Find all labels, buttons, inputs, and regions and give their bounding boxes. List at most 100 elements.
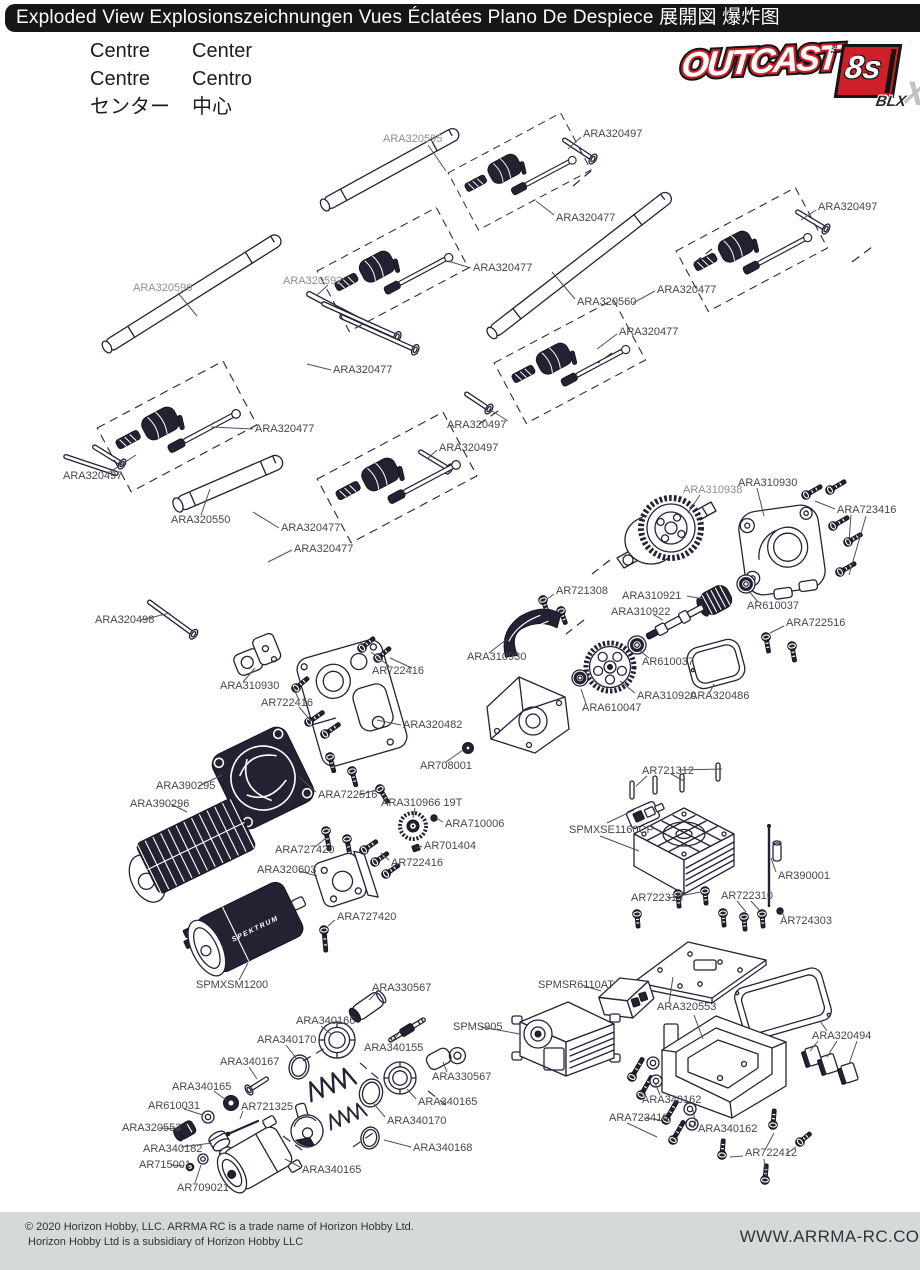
svg-text:ARA310920: ARA310920 [637, 690, 696, 702]
part-screwD [325, 752, 337, 774]
part-shaft [101, 234, 282, 354]
part-label-ARA320477: ARA320477 [596, 326, 678, 350]
part-label-ARA310930: ARA310930 [467, 638, 526, 663]
svg-text:ARA320477: ARA320477 [473, 262, 532, 274]
part-diff [616, 495, 717, 569]
part-dash [282, 1135, 303, 1151]
part-label-ARA340155: ARA340155 [364, 1032, 423, 1054]
svg-text:AR722416: AR722416 [391, 857, 443, 869]
svg-text:ARA320553: ARA320553 [122, 1122, 181, 1134]
svg-text:AR722310: AR722310 [721, 890, 773, 902]
svg-text:ARA340165: ARA340165 [302, 1164, 361, 1176]
svg-text:ARA320592: ARA320592 [283, 275, 342, 287]
svg-text:ARA320494: ARA320494 [812, 1030, 871, 1042]
part-motor: SPEKTRUM [182, 881, 307, 977]
lang-centro-es: Centro [192, 68, 253, 90]
svg-text:SPMXSM1200: SPMXSM1200 [196, 979, 268, 991]
part-label-ARA390295: ARA390295 [156, 774, 223, 792]
part-dash [352, 1132, 374, 1148]
part-screwO [464, 391, 494, 415]
part-openbox [661, 1015, 787, 1119]
svg-text:ARA330567: ARA330567 [372, 982, 431, 994]
part-dash [359, 1062, 381, 1081]
part-oring [358, 1078, 384, 1108]
part-label-ARA320477: ARA320477 [252, 511, 340, 534]
part-label-ARA320497: ARA320497 [800, 201, 877, 221]
brand-logo: OUTCAST OUTCAST OUTCAST ™ X 8s 1/8 BLX [676, 34, 920, 113]
svg-text:ARA723416: ARA723416 [609, 1112, 668, 1124]
svg-text:ARA310938: ARA310938 [683, 484, 742, 496]
part-hexD [223, 1095, 239, 1111]
lang-row: Centre Center [90, 37, 252, 65]
svg-text:ARA320550: ARA320550 [171, 514, 230, 526]
svg-text:ARA340165: ARA340165 [172, 1081, 231, 1093]
svg-text:ARA320497: ARA320497 [63, 470, 122, 482]
part-screwD [825, 479, 847, 495]
svg-text:ARA340170: ARA340170 [387, 1115, 446, 1127]
part-label-ARA340167: ARA340167 [220, 1056, 279, 1080]
lang-centre-fr: Centre [90, 40, 151, 62]
part-label-ARA320497: ARA320497 [567, 128, 642, 150]
part-screwO [244, 1076, 269, 1096]
svg-text:ARA727420: ARA727420 [337, 911, 396, 923]
svg-text:AR721312: AR721312 [642, 765, 694, 777]
lang-centre-de: Centre [90, 68, 151, 90]
part-label-ARA320603: ARA320603 [257, 864, 318, 877]
svg-text:AR722416: AR722416 [372, 665, 424, 677]
part-label-ARA320477: ARA320477 [632, 284, 716, 304]
svg-text:ARA320560: ARA320560 [577, 296, 636, 308]
part-antenna [767, 824, 771, 907]
part-screwD [718, 908, 728, 928]
svg-text:ARA320497: ARA320497 [439, 442, 498, 454]
part-label-AR610037: AR610037 [639, 650, 694, 668]
part-piston [208, 1130, 232, 1156]
part-screwD [357, 636, 376, 653]
part-screwD [761, 632, 771, 654]
part-label-ARA340170: ARA340170 [373, 1103, 446, 1127]
svg-text:ARA320477: ARA320477 [657, 284, 716, 296]
part-label-ARA340165: ARA340165 [284, 1158, 361, 1176]
svg-text:AR724303: AR724303 [780, 915, 832, 927]
part-oring [360, 1126, 380, 1150]
part-screwD [700, 886, 710, 906]
part-label-ARA320477: ARA320477 [210, 423, 314, 435]
part-dash [427, 1090, 447, 1106]
part-screwD [381, 863, 401, 879]
svg-text:ARA320595: ARA320595 [383, 133, 442, 145]
svg-text:AR708001: AR708001 [420, 760, 472, 772]
part-ringS [201, 1110, 215, 1124]
lang-row: Centre Centro [90, 65, 252, 93]
svg-text:ARA320477: ARA320477 [556, 212, 615, 224]
part-screwD [370, 851, 390, 867]
svg-text:ARA320477: ARA320477 [619, 326, 678, 338]
part-grommet [462, 742, 474, 754]
part-dash [693, 248, 713, 264]
svg-text:ARA710006: ARA710006 [445, 818, 504, 830]
svg-text:ARA610047: ARA610047 [582, 702, 641, 714]
part-shaft [172, 454, 284, 513]
copyright-line1: © 2020 Horizon Hobby, LLC. ARRMA RC is a… [25, 1221, 414, 1233]
svg-text:ARA310930: ARA310930 [467, 651, 526, 663]
part-label-AR721308: AR721308 [546, 585, 608, 600]
part-screwD [627, 1057, 645, 1082]
svg-text:ARA320477: ARA320477 [294, 543, 353, 555]
part-spur [583, 640, 637, 694]
svg-text:ARA722516: ARA722516 [786, 617, 845, 629]
part-label-ARA320486: ARA320486 [690, 683, 749, 702]
part-dash [591, 559, 611, 575]
svg-text:ARA340162: ARA340162 [698, 1123, 757, 1135]
svg-text:ARA727420: ARA727420 [275, 844, 334, 856]
part-mountplate [313, 850, 379, 908]
part-label-ARA723416: ARA723416 [814, 500, 896, 576]
part-screwD [319, 925, 329, 953]
part-label-AR722412: AR722412 [729, 1132, 797, 1177]
part-label-ARA320595: ARA320595 [383, 133, 447, 172]
part-label-ARA320497: ARA320497 [426, 442, 498, 460]
part-label-AR610031: AR610031 [148, 1100, 204, 1116]
part-label-SPMS905: SPMS905 [453, 1021, 521, 1035]
svg-text:ARA722516: ARA722516 [318, 789, 377, 801]
part-label-ARA320497: ARA320497 [447, 408, 509, 431]
part-tiny [430, 814, 438, 822]
title-bar: Exploded View Explosionszeichnungen Vues… [5, 4, 920, 32]
